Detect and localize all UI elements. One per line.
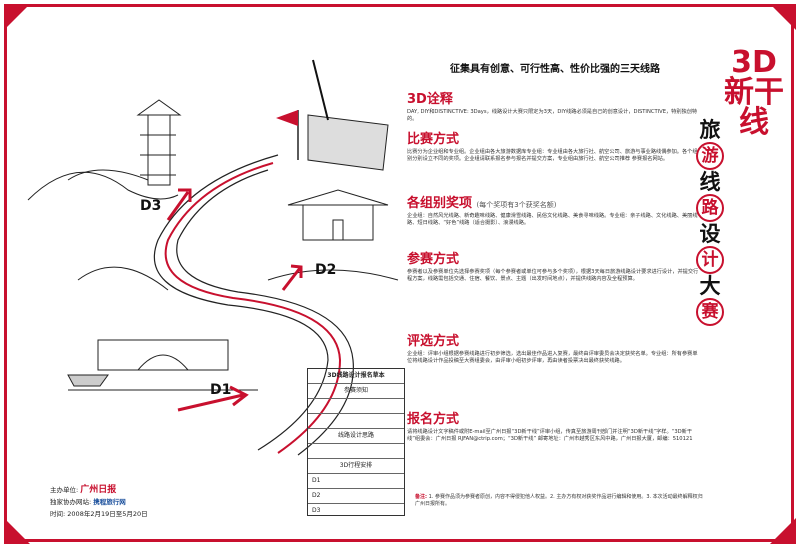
section-body: 请将线路设计文字稿件或附E-mail至广州日报“3D新干线”评审小组，传真至旅游… bbox=[407, 429, 693, 442]
section-title: 参赛方式 bbox=[407, 252, 460, 267]
d3-arrow bbox=[166, 188, 192, 221]
corner-bottom-right bbox=[770, 518, 796, 544]
hand-pen-illustration bbox=[307, 59, 389, 171]
d1-label: D1 bbox=[210, 382, 232, 398]
entry-form: 3D线路设计报名草本 参赛须知 线路设计思路 3D行程安排 D1 D2 D3 bbox=[307, 368, 405, 516]
form-section-3: 3D行程安排 bbox=[308, 459, 404, 474]
section-title: 各组别奖项 (每个奖项有3个获奖名额) bbox=[407, 196, 557, 211]
d2-label: D2 bbox=[315, 262, 337, 278]
form-row-d1[interactable]: D1 bbox=[308, 474, 404, 489]
route-line bbox=[164, 162, 342, 454]
event-dates: 2008年2月19日至5月20日 bbox=[67, 510, 148, 518]
title-char: 大 bbox=[699, 274, 721, 298]
section-title: 比赛方式 bbox=[407, 132, 460, 147]
section-intro: 3D诠释 DAY, DIY和DISTINCTIVE: 3Days，线路设计大赛只… bbox=[407, 88, 702, 123]
title-char: 旅 bbox=[699, 118, 721, 142]
section-title: 3D诠释 bbox=[407, 92, 453, 107]
ctrip-logo: 携程旅行网 bbox=[93, 498, 126, 506]
form-row-d3[interactable]: D3 bbox=[312, 507, 321, 514]
d2-arrow bbox=[281, 264, 303, 291]
section-title: 评选方式 bbox=[407, 334, 460, 349]
sponsors: 主办单位: 广州日报 独家协办网站: 携程旅行网 时间: 2008年2月19日至… bbox=[50, 484, 148, 520]
note-label: 备注: bbox=[415, 494, 427, 500]
d3-label: D3 bbox=[140, 198, 162, 214]
co-label: 独家协办网站: bbox=[50, 498, 92, 506]
section-format: 比赛方式 比赛分为企业组和专业组。企业组由各大旅游数据库专业组：专业组由各大旅行… bbox=[407, 128, 702, 163]
title-char-circled: 赛 bbox=[696, 298, 724, 326]
form-title: 3D线路设计报名草本 bbox=[308, 369, 404, 384]
section-awards: 各组别奖项 (每个奖项有3个获奖名额) 企业组：自然风光线路、新奇趣味线路、健康… bbox=[407, 192, 702, 227]
flag-icon bbox=[276, 110, 299, 160]
road-edge-inner bbox=[176, 169, 354, 456]
form-section-2: 线路设计思路 bbox=[308, 429, 404, 444]
form-blank-row[interactable] bbox=[308, 414, 404, 429]
form-section-1: 参赛须知 bbox=[308, 384, 404, 399]
road-edge-outer bbox=[153, 154, 329, 451]
poster-frame bbox=[4, 4, 794, 542]
pagoda-illustration bbox=[27, 99, 182, 201]
section-title: 报名方式 bbox=[407, 412, 460, 427]
d1-arrow bbox=[177, 385, 249, 412]
form-blank-row[interactable] bbox=[308, 399, 404, 414]
headline: 征集具有创意、可行性高、性价比强的三天线路 bbox=[450, 64, 660, 75]
poster-title: 3D新干线 bbox=[724, 48, 784, 138]
section-signup: 报名方式 请将线路设计文字稿件或附E-mail至广州日报“3D新干线”评审小组，… bbox=[407, 408, 702, 443]
section-body: 参赛者以及参赛单位先选择参赛奖项（每个参赛者或单位可参与多个奖项），根据3天每日… bbox=[407, 269, 699, 282]
form-blank-row[interactable] bbox=[308, 444, 404, 459]
corner-top-right bbox=[770, 4, 796, 30]
title-char-circled: 路 bbox=[696, 194, 724, 222]
bridge-illustration bbox=[68, 266, 258, 391]
title-char: 设 bbox=[699, 222, 721, 246]
corner-bottom-left bbox=[4, 518, 30, 544]
title-char-circled: 计 bbox=[696, 246, 724, 274]
form-row-d2[interactable]: D2 bbox=[308, 489, 404, 504]
section-subtitle: (每个奖项有3个获奖名额) bbox=[476, 201, 557, 209]
temple-illustration bbox=[267, 189, 399, 281]
note-text: 1. 参赛作品须为参赛者原创，内容不得侵犯他人权益。2. 主办方有权对获奖作品进… bbox=[415, 494, 703, 507]
guangzhou-daily-logo: 广州日报 bbox=[80, 485, 117, 495]
section-join: 参赛方式 参赛者以及参赛单位先选择参赛奖项（每个参赛者或单位可参与多个奖项），根… bbox=[407, 248, 702, 283]
section-judge: 评选方式 企业组：评审小组根据参赛线路进行初步筛选，选出最佳作品进入复赛，最终由… bbox=[407, 330, 702, 365]
host-label: 主办单位: bbox=[50, 486, 79, 494]
title-char: 线 bbox=[699, 170, 721, 194]
section-body: 比赛分为企业组和专业组。企业组由各大旅游数据库专业组：专业组由各大旅行社、航空公… bbox=[407, 149, 698, 162]
boat-icon bbox=[67, 374, 109, 387]
corner-top-left bbox=[4, 4, 30, 30]
footnote: 备注: 1. 参赛作品须为参赛者原创，内容不得侵犯他人权益。2. 主办方有权对获… bbox=[415, 494, 705, 507]
route-illustration bbox=[27, 59, 399, 456]
section-body: DAY, DIY和DISTINCTIVE: 3Days，线路设计大赛只限定为3天… bbox=[407, 109, 698, 122]
time-label: 时间: bbox=[50, 510, 66, 518]
title-char-circled: 游 bbox=[696, 142, 724, 170]
title-3d: 3D新干线 bbox=[724, 45, 784, 140]
title-vertical: 旅 游 线 路 设 计 大 赛 bbox=[690, 118, 730, 326]
section-body: 企业组：评审小组根据参赛线路进行初步筛选，选出最佳作品进入复赛，最终由评审委员会… bbox=[407, 351, 698, 364]
section-body: 企业组：自然风光线路、新奇趣味线路、健康滑雪线路、民俗文化线路、美食寻味线路。专… bbox=[407, 213, 698, 226]
